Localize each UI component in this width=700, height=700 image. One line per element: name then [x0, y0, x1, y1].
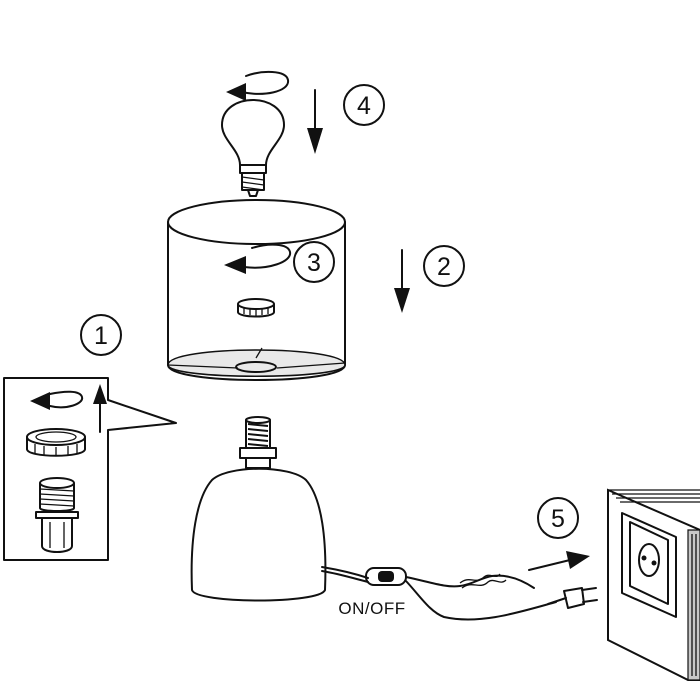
step-2-number: 2: [437, 253, 451, 281]
on-off-switch-icon[interactable]: [365, 567, 407, 586]
on-off-label: ON/OFF: [338, 599, 405, 618]
wall-outlet-icon: [607, 488, 700, 681]
up-arrow-icon: [93, 384, 107, 433]
step-4-badge: [343, 84, 385, 126]
step-1-group: 1: [3, 314, 177, 561]
detail-callout-box: [3, 377, 177, 561]
step-3-number: 3: [307, 249, 321, 277]
light-bulb-icon: [221, 99, 285, 197]
right-arrow-icon: [528, 551, 590, 571]
socket-ring-icon: [26, 428, 86, 457]
lamp-shade-group: 3 2: [167, 199, 465, 381]
step-4-number: 4: [357, 92, 371, 120]
down-arrow-icon: [394, 249, 410, 313]
lamp-shade-icon: [167, 199, 346, 381]
down-arrow-icon: [307, 89, 323, 154]
shade-ring-icon: [237, 298, 275, 318]
step-2-badge: [423, 245, 465, 287]
step-5-group: 5: [528, 488, 700, 681]
base-socket-icon: [239, 416, 277, 469]
rotate-arrow-icon: [226, 70, 289, 101]
power-cord: [321, 566, 557, 621]
lamp-socket-icon: [35, 477, 79, 553]
lamp-base-group: ON/OFF: [190, 416, 598, 621]
step-1-number: 1: [94, 322, 108, 350]
lamp-base-body: [190, 467, 327, 602]
step-3-badge: [293, 241, 335, 283]
step-4-group: 4: [221, 70, 385, 197]
rotate-arrow-icon: [30, 390, 84, 410]
rotate-arrow-icon: [224, 243, 291, 274]
step-5-number: 5: [551, 505, 565, 533]
step-1-badge: [80, 314, 122, 356]
step-5-badge: [537, 497, 579, 539]
power-plug-icon[interactable]: [547, 587, 598, 609]
